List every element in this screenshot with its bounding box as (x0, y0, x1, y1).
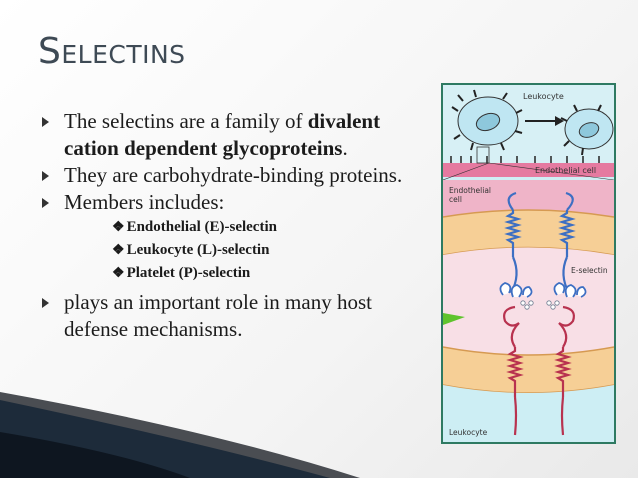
diamond-bullet-icon: ❖ (112, 220, 125, 235)
bullet-text: They are carbohydrate-binding proteins. (64, 163, 403, 187)
bullet-arrow-icon (42, 117, 49, 127)
leukocyte-membrane (443, 347, 614, 393)
surface-receptors (450, 156, 600, 163)
leukocyte-cell-left (451, 89, 523, 151)
member-text: Leukocyte (L)-selectin (126, 242, 270, 258)
label-endothelial: Endothelial (449, 186, 491, 195)
member-text: Platelet (P)-selectin (126, 265, 251, 281)
zoom-box (476, 146, 490, 164)
label-leukocyte-top: Leukocyte (523, 92, 564, 101)
diamond-bullet-icon: ❖ (112, 243, 125, 258)
bullet-text: plays an important role in many host def… (64, 290, 372, 341)
bullet-arrow-icon (42, 171, 49, 181)
ligand-wedge (443, 313, 465, 325)
selectin-diagram: Leukocyte Endothelial cell Endothelial c… (441, 83, 616, 444)
bullet-item: Members includes: (38, 189, 418, 216)
ligand-molecules (503, 305, 575, 436)
endothelial-cell-strip (443, 163, 614, 177)
label-cell: cell (449, 195, 462, 204)
bullet-list: The selectins are a family of divalent c… (38, 108, 418, 343)
bullet-arrow-icon (42, 198, 49, 208)
member-text: Endothelial (E)-selectin (126, 219, 277, 235)
sub-bullet-item: ❖Leukocyte (L)-selectin (38, 239, 418, 262)
lectin-domains (499, 282, 587, 298)
bullet-text: The selectins are a family of (64, 109, 308, 133)
sub-bullet-item: ❖Endothelial (E)-selectin (38, 216, 418, 239)
label-endothelial-cell-top: Endothelial cell (535, 166, 596, 175)
bullet-bold-text: divalent cation dependent glycoproteins (64, 109, 381, 160)
bullet-item: The selectins are a family of divalent c… (38, 108, 418, 162)
bullet-text: Members includes: (64, 190, 225, 214)
selectin-diagram-svg: Leukocyte Endothelial cell Endothelial c… (443, 85, 614, 442)
zoom-line (488, 162, 614, 181)
bullet-text-end: . (342, 136, 348, 160)
rolling-arrow-icon (525, 116, 564, 126)
endothelial-membrane (443, 210, 614, 255)
zoom-line (443, 162, 490, 181)
leukocyte-cell-right (560, 104, 614, 156)
endothelial-cytoplasm (443, 180, 614, 217)
label-leukocyte-bottom: Leukocyte (449, 428, 488, 437)
sub-bullet-item: ❖Platelet (P)-selectin (38, 262, 418, 285)
bullet-arrow-icon (42, 298, 49, 308)
extracellular-space (443, 247, 614, 355)
carbohydrate-residues (520, 300, 560, 310)
slide-title: Selectins (38, 31, 186, 72)
diamond-bullet-icon: ❖ (112, 266, 125, 281)
bullet-item: plays an important role in many host def… (38, 289, 418, 343)
leukocyte-cytoplasm (443, 385, 614, 442)
bullet-item: They are carbohydrate-binding proteins. (38, 162, 418, 189)
label-e-selectin: E-selectin (571, 266, 608, 275)
